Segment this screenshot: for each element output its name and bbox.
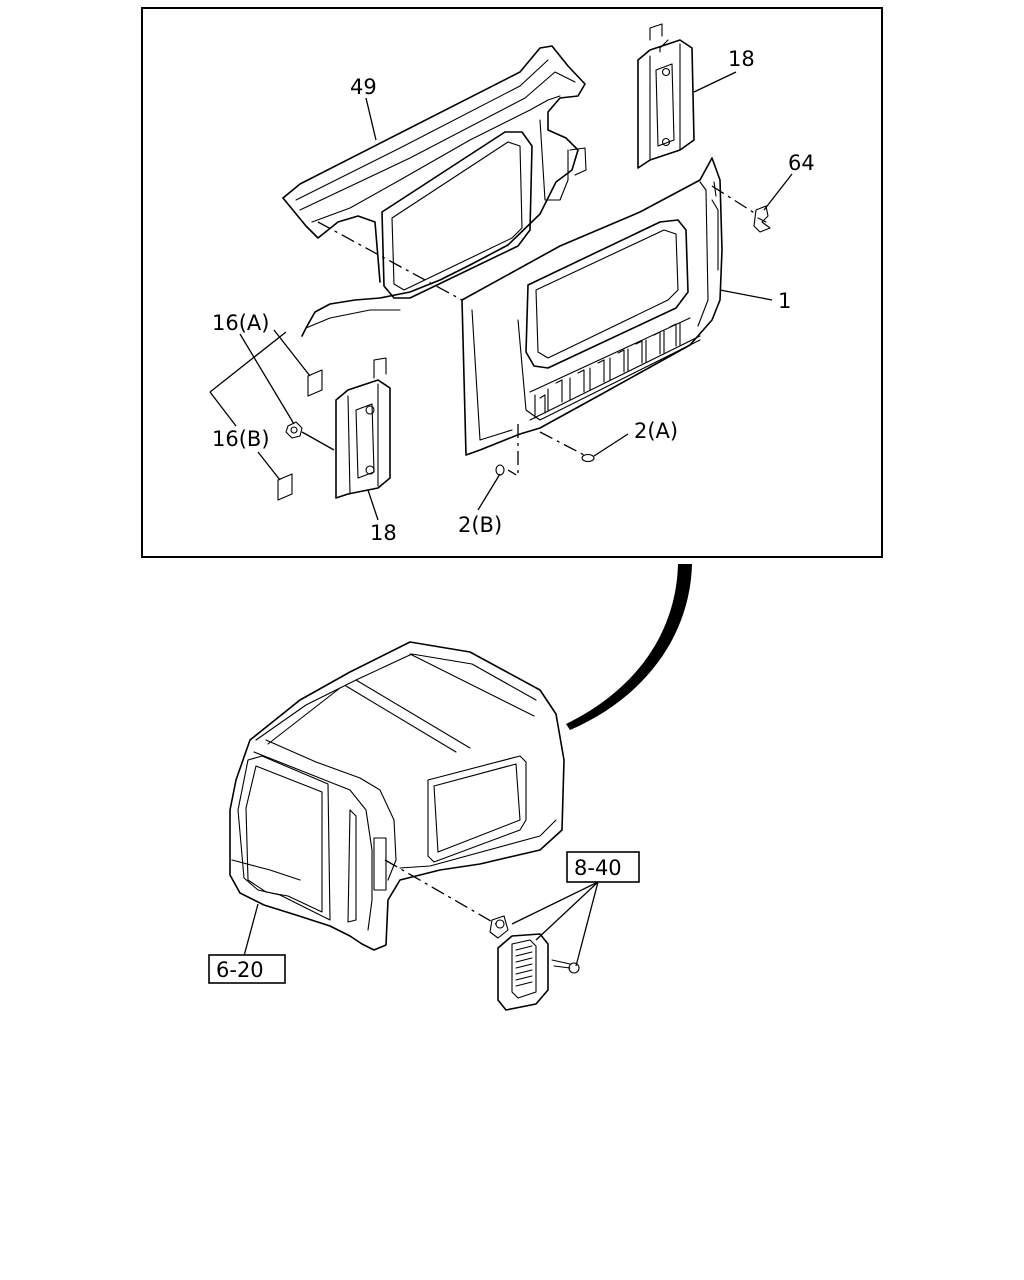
insulator-16a [307,369,323,397]
callout-2a: 2(A) [634,419,678,443]
ref-label-8-40: 8-40 [574,856,622,880]
leader-2b [477,473,501,511]
callout-2b: 2(B) [458,513,502,537]
assembly-line-64 [711,185,757,215]
assembly-line-vent [384,859,497,925]
callout-64: 64 [788,151,815,175]
leader-18-lower [367,489,379,521]
ref-box-8-40 [566,851,640,883]
ref-box-6-20 [208,954,286,984]
callout-16b: 16(B) [212,427,270,451]
ref-label-6-20: 6-20 [216,958,264,982]
bracket-upper-18 [637,23,695,169]
leader-16a [239,329,311,425]
leader-8-40 [511,881,599,967]
callout-18-lower: 18 [370,521,397,545]
clip-64 [753,205,771,233]
leader-49 [365,97,377,141]
rear-panel-1 [461,157,723,456]
detail-link-curve [566,564,692,730]
leader-1 [719,289,773,301]
nut-16 [285,421,303,439]
leader-64 [763,173,793,211]
grommet-2b [495,464,505,476]
assembly-line-2b [507,424,519,478]
leader-2a [593,433,629,457]
leader-16b [209,331,287,481]
callout-49: 49 [350,75,377,99]
grommet-2a [581,453,595,463]
leader-18-upper [693,71,737,93]
callout-16a: 16(A) [212,311,269,335]
vent-grille [497,933,549,1011]
assembly-line-2a [539,431,587,457]
upper-rear-panel-49 [282,45,587,337]
cab-assembly [229,641,565,951]
leader-6-20 [243,903,259,957]
bracket-lower-18 [335,357,391,499]
detail-frame [141,7,883,558]
assembly-line-49 [317,221,463,301]
vent-plug [489,915,509,939]
insulator-16b [277,473,293,501]
leader-nut-bracket [301,431,335,451]
vent-screw [551,959,580,974]
callout-18-upper: 18 [728,47,755,71]
callout-1: 1 [778,289,791,313]
